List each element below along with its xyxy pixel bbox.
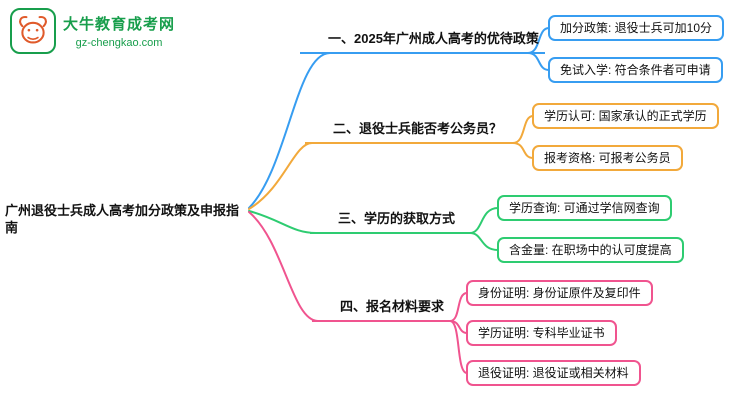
branch-4-connector — [248, 211, 468, 374]
leaf-node-exam-free-entry: 免试入学: 符合条件者可申请 — [548, 57, 723, 83]
logo-frame — [10, 8, 56, 54]
branch-node-3: 三、学历的获取方式 — [310, 210, 462, 234]
leaf-node-degree-value: 含金量: 在职场中的认可度提高 — [497, 237, 684, 263]
leaf-node-civil-service: 报考资格: 可报考公务员 — [532, 145, 683, 171]
leaf-node-diploma-proof: 学历证明: 专科毕业证书 — [466, 320, 617, 346]
branch-node-4: 四、报名材料要求 — [312, 298, 451, 322]
branch-1-connector — [248, 27, 550, 209]
leaf-node-degree-lookup: 学历查询: 可通过学信网查询 — [497, 195, 672, 221]
bull-icon — [19, 16, 47, 44]
leaf-node-id-proof: 身份证明: 身份证原件及复印件 — [466, 280, 653, 306]
site-url: gz-chengkao.com — [75, 37, 163, 49]
site-name: 大牛教育成考网 — [63, 16, 176, 33]
leaf-node-bonus-policy: 加分政策: 退役士兵可加10分 — [548, 15, 725, 41]
branch-node-1: 一、2025年广州成人高考的优待政策 — [300, 30, 545, 54]
branch-node-2: 二、退役士兵能否考公务员？ — [305, 120, 509, 144]
logo-text: 大牛教育成考网 gz-chengkao.com — [63, 13, 175, 49]
leaf-node-veteran-proof: 退役证明: 退役证或相关材料 — [466, 360, 641, 386]
site-logo: 大牛教育成考网 gz-chengkao.com — [10, 8, 175, 54]
leaf-node-degree-recognized: 学历认可: 国家承认的正式学历 — [532, 103, 719, 129]
root-node: 广州退役士兵成人高考加分政策及申报指南 — [5, 203, 240, 235]
